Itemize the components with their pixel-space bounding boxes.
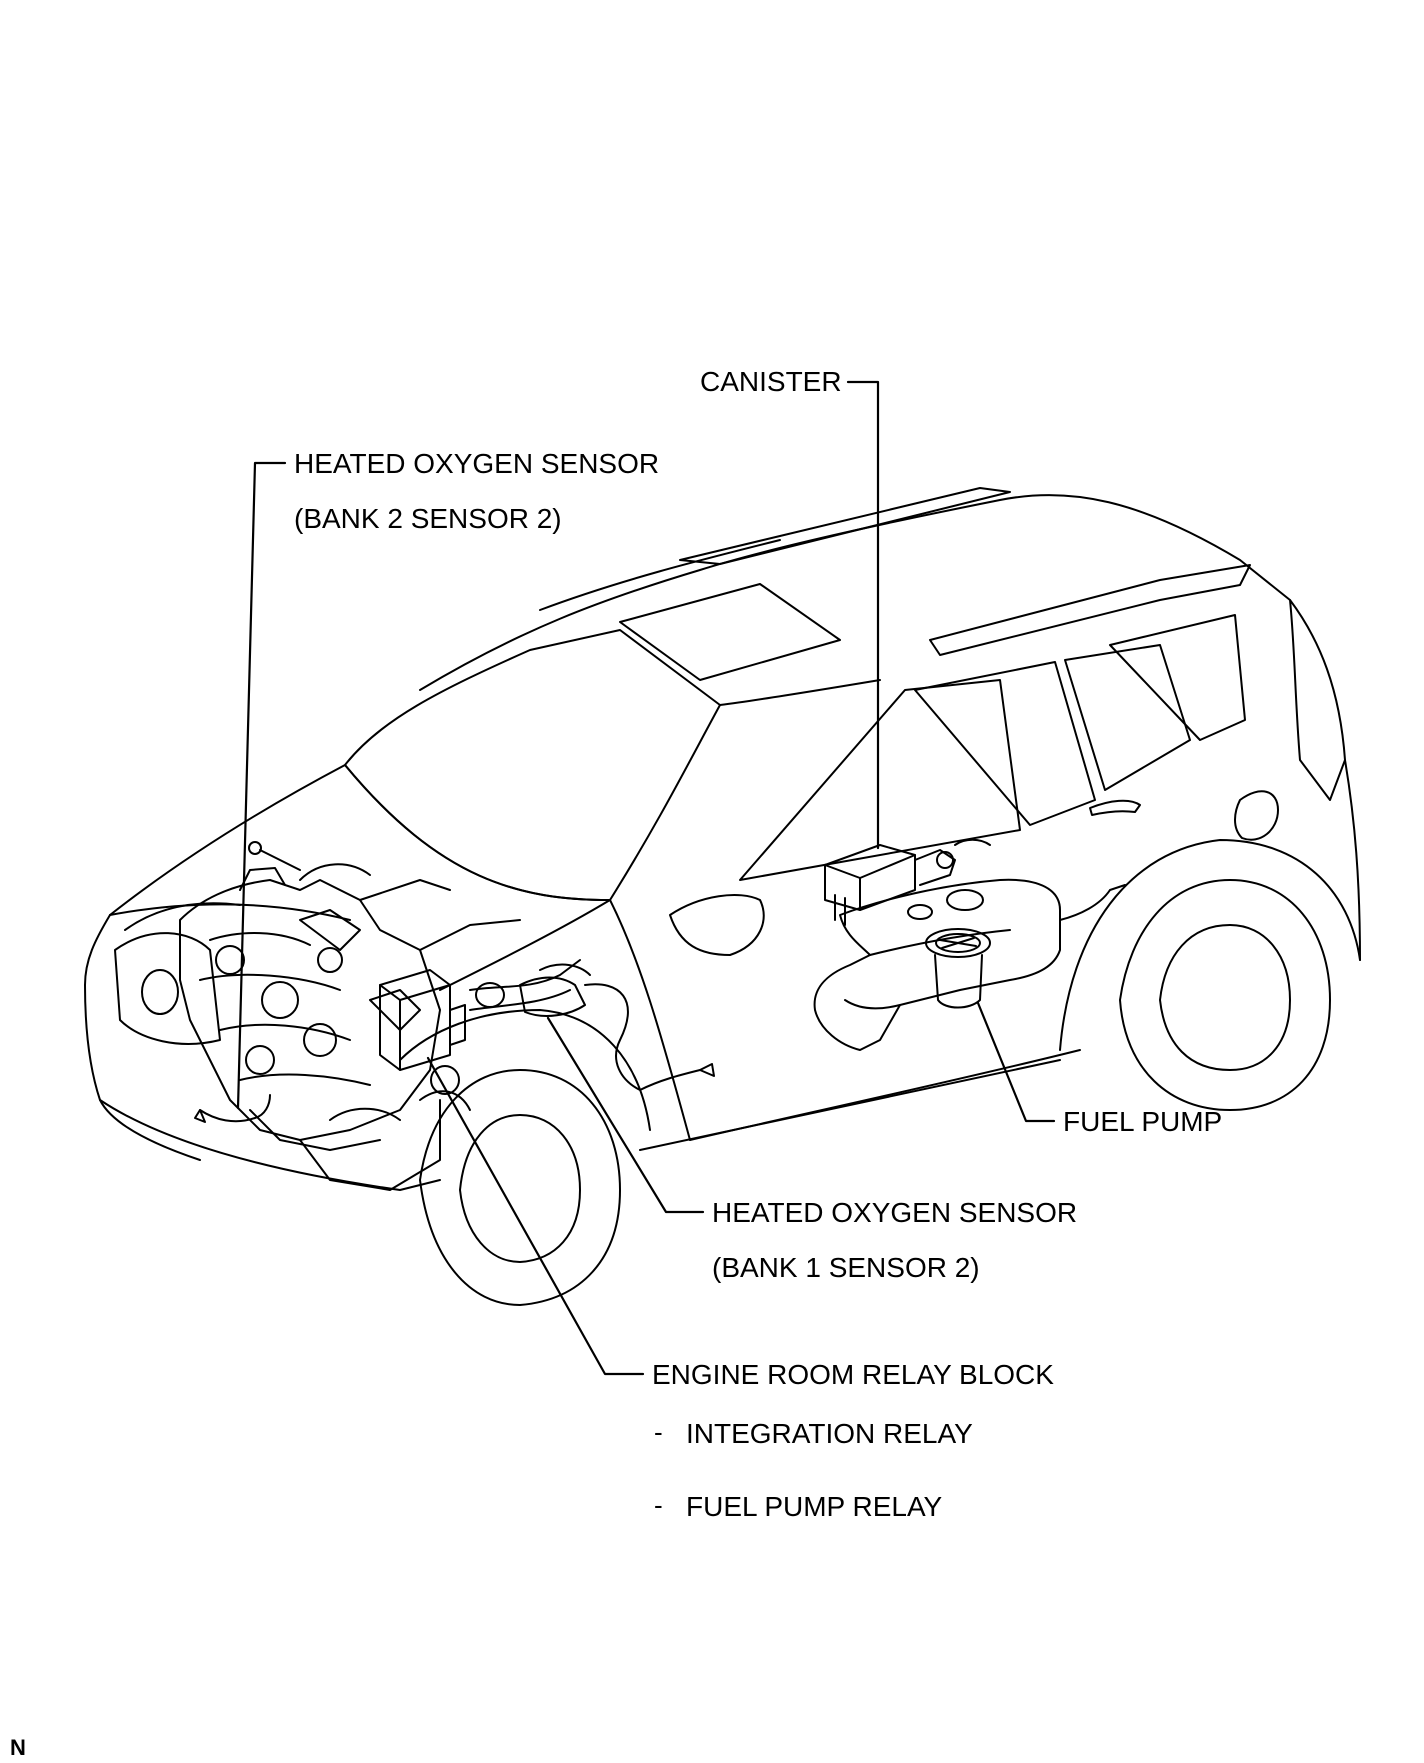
leader-ho2-bank1: [546, 1016, 705, 1214]
label-ho2-bank2-line1: HEATED OXYGEN SENSOR: [294, 448, 660, 479]
relay-item-bullet-2: -: [654, 1490, 663, 1520]
leader-lines: [236, 380, 1056, 1376]
fuel-tank-drawing: [813, 878, 1126, 1051]
engine-assembly: [179, 841, 521, 1191]
label-ho2-bank1-line1: HEATED OXYGEN SENSOR: [712, 1197, 1078, 1228]
label-relay-block: ENGINE ROOM RELAY BLOCK: [652, 1359, 1054, 1390]
canister-drawing: [824, 838, 991, 926]
leader-canister: [846, 380, 880, 850]
relay-item-bullet-1: -: [654, 1417, 663, 1447]
label-ho2-bank1-line2: (BANK 1 SENSOR 2): [712, 1252, 980, 1283]
label-ho2-bank2-line2: (BANK 2 SENSOR 2): [294, 503, 562, 534]
leader-fuel-pump: [976, 1001, 1056, 1123]
label-fuel-pump-relay: FUEL PUMP RELAY: [686, 1491, 943, 1522]
label-fuel-pump: FUEL PUMP: [1063, 1106, 1223, 1137]
corner-mark: N: [10, 1735, 26, 1760]
engine-room-relay-block-drawing: [379, 969, 466, 1071]
bank2-sensor-harness: [194, 1094, 271, 1123]
label-canister: CANISTER: [700, 366, 842, 397]
leader-relay-block: [426, 1056, 645, 1376]
leader-ho2-bank2: [236, 461, 287, 1110]
exhaust-pipe-drawing: [469, 959, 715, 1091]
vehicle-body-outline: [84, 487, 1361, 1306]
label-integration-relay: INTEGRATION RELAY: [686, 1418, 973, 1449]
